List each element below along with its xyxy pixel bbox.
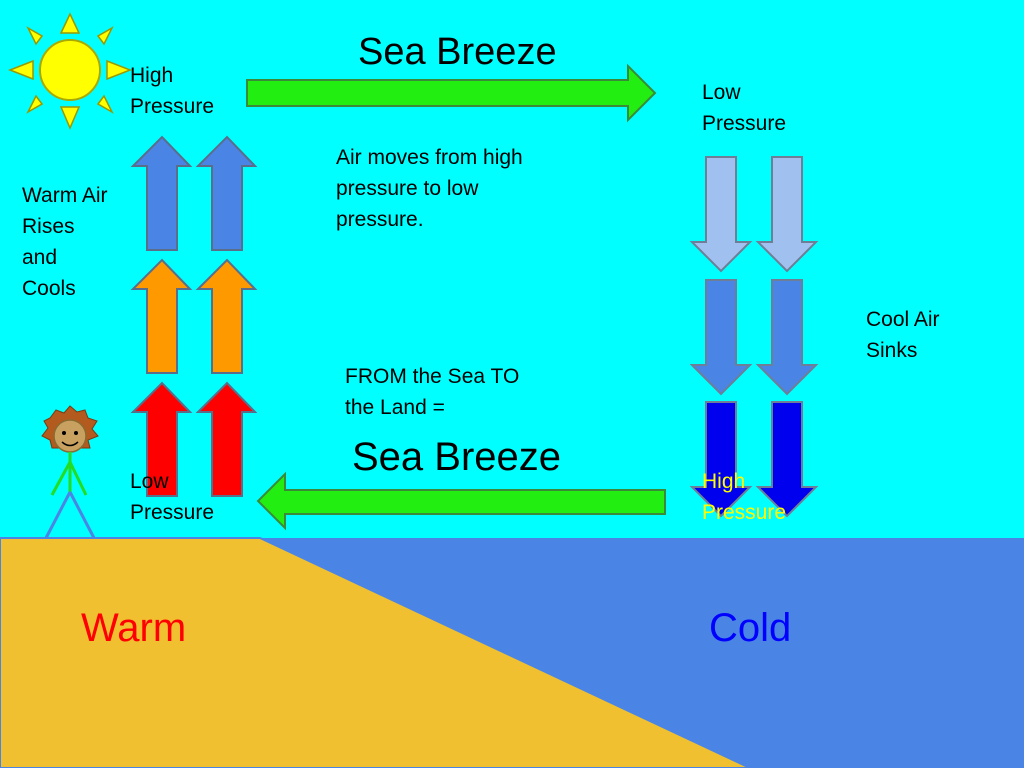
cold-label: Cold <box>709 606 792 650</box>
rising-air-arrows <box>130 135 258 497</box>
from-sea-label: FROM the Sea TO the Land = <box>345 365 520 419</box>
warm-air-label: Warm Air Rises and Cools <box>22 184 108 300</box>
sun-icon <box>7 12 133 130</box>
cool-air-label: Cool Air Sinks <box>866 308 940 362</box>
high-pressure-top-label: High Pressure <box>130 64 215 118</box>
title: Sea Breeze <box>358 31 557 73</box>
sea-breeze-bottom-label: Sea Breeze <box>352 435 562 479</box>
stick-figure-icon <box>41 405 99 539</box>
low-pressure-top-label: Low Pressure <box>702 81 787 135</box>
warm-label: Warm <box>81 606 187 650</box>
sinking-air-arrows <box>689 156 819 518</box>
low-pressure-bottom-label: Low Pressure <box>130 470 215 524</box>
wind-arrow-right <box>246 63 657 123</box>
land-sand <box>0 537 751 768</box>
high-pressure-bottom-label: High Pressure <box>702 470 787 524</box>
explanation-text: Air moves from high pressure to low pres… <box>336 146 523 231</box>
wind-arrow-left <box>256 471 666 531</box>
